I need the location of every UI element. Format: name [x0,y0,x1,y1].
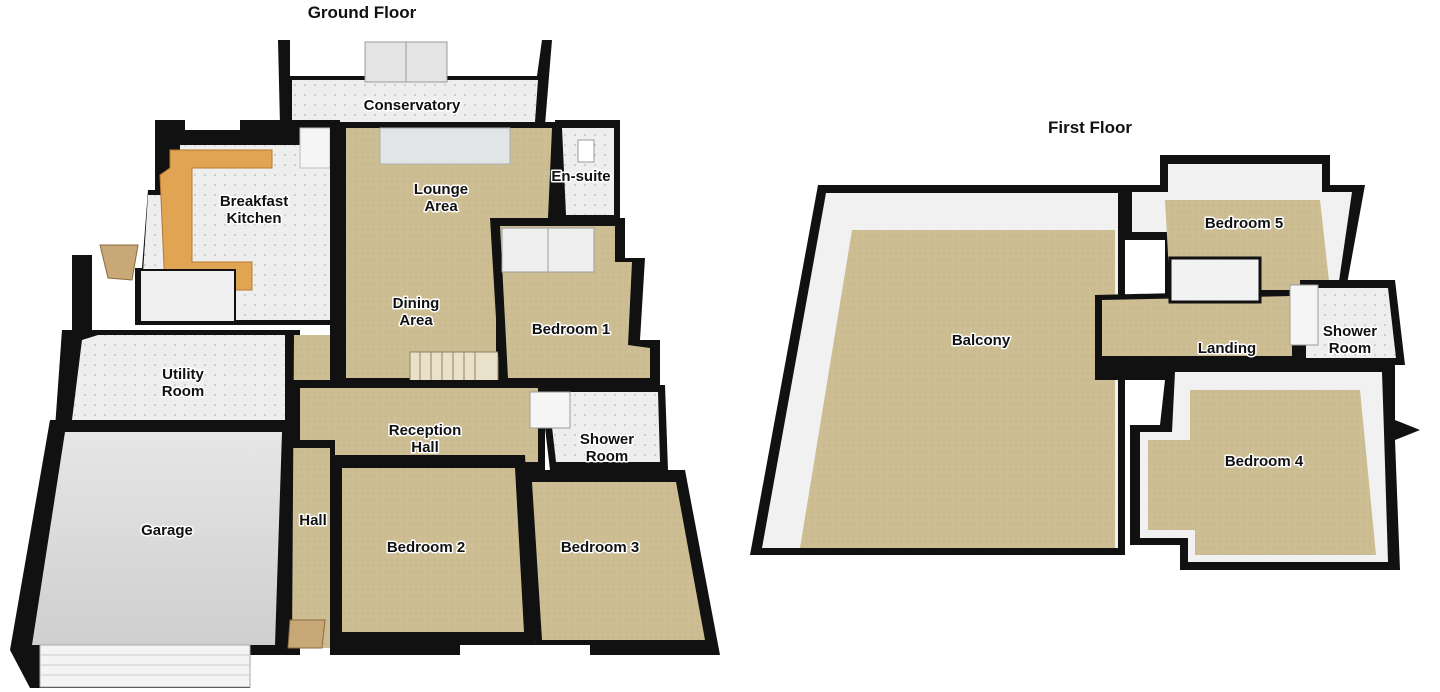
balcony-area [750,185,1125,555]
first-floor-title: First Floor [1048,118,1132,137]
room-label-dining-line2: Area [399,312,433,329]
room-label-reception-line2: Hall [411,439,439,456]
room-label-bedroom-4: Bedroom 4 [1225,453,1304,470]
room-label-lounge-line2: Area [424,198,458,215]
room-label-conservatory: Conservatory [364,97,461,114]
garage-room [10,420,292,688]
room-label-lounge-line1: Lounge [414,181,468,198]
staircase [409,351,499,385]
room-label-bedroom-2: Bedroom 2 [387,539,465,556]
room-label-utility-line2: Room [162,383,205,400]
en-suite-room [555,120,620,220]
first-floor-plan [750,155,1420,570]
room-label-en-suite: En-suite [551,168,610,185]
ground-floor-plan [10,40,720,688]
room-label-shower-first-line1: Shower [1323,323,1377,340]
room-label-breakfast-line1: Breakfast [220,193,288,210]
breakfast-kitchen-room [135,120,340,325]
reception-hall-area [292,380,545,470]
room-label-reception-line1: Reception [389,422,462,439]
first-shower-room [1289,280,1405,365]
hall-area [285,330,330,655]
room-label-utility-line1: Utility [162,366,204,383]
utility-room [55,244,290,428]
landing-area [1095,256,1300,362]
room-label-bedroom-3: Bedroom 3 [561,539,639,556]
bedroom-3-room [520,470,720,655]
bedroom-2-room [330,455,535,655]
room-label-dining-line1: Dining [393,295,440,312]
ground-floor-title: Ground Floor [308,3,417,22]
room-label-breakfast-line2: Kitchen [226,210,281,227]
room-label-shower-ground-line1: Shower [580,431,634,448]
conservatory-room [278,40,552,125]
room-label-shower-first-line2: Room [1329,340,1372,357]
room-label-balcony: Balcony [952,332,1011,349]
ground-shower-room [529,385,668,470]
room-label-landing: Landing [1198,340,1256,357]
room-label-shower-ground-line2: Room [586,448,629,465]
room-label-garage: Garage [141,522,193,539]
bedroom-1-room [490,218,660,385]
room-label-bedroom-5: Bedroom 5 [1205,215,1283,232]
bedroom-4-room [1095,362,1420,570]
room-label-bedroom-1: Bedroom 1 [532,321,610,338]
room-label-hall: Hall [299,512,327,529]
